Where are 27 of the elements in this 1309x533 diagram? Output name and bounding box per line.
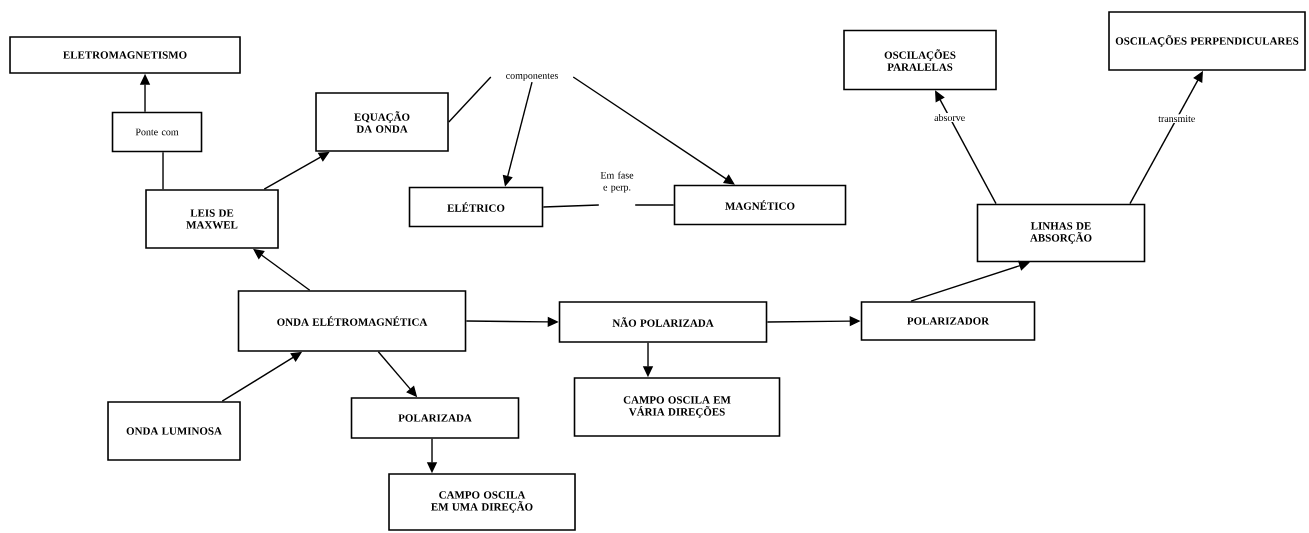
concept-box: NÃO POLARIZADA (558, 301, 768, 343)
concept-box: EQUAÇÃO DA ONDA (315, 92, 449, 152)
concept-box: CAMPO OSCILA EM VÁRIA DIREÇÕES (573, 377, 781, 437)
connector-line (542, 204, 600, 208)
arrow (263, 151, 330, 190)
connector-line (162, 151, 164, 190)
arrow (572, 76, 735, 185)
concept-box: POLARIZADA (350, 397, 520, 439)
concept-box: ONDA ELÉTROMAGNÉTICA (237, 290, 467, 352)
linking-phrase: componentes (506, 73, 558, 81)
connector-line (448, 76, 492, 123)
concept-box: ELÉTRICO (408, 186, 544, 228)
concept-box: POLARIZADOR (860, 301, 1036, 341)
arrow (910, 260, 1030, 302)
concept-box: MAGNÉTICO (673, 184, 847, 226)
concept-box: ONDA LUMINOSA (107, 401, 241, 461)
concept-box: LEIS DE MAXWEL (145, 189, 279, 249)
concept-box: LINHAS DE ABSORÇÃO (976, 203, 1146, 263)
concept-box: Ponte com (111, 111, 203, 153)
concept-box: OSCILAÇÕES PARALELAS (843, 29, 997, 91)
linking-phrase: Em fase e perp. (600, 171, 634, 193)
edge-label: transmite (1157, 114, 1197, 123)
concept-box: CAMPO OSCILA EM UMA DIREÇÃO (388, 473, 576, 531)
concept-box: OSCILAÇÕES PERPENDICULARES (1108, 11, 1306, 71)
connector-line (634, 204, 675, 206)
concept-box: ELETROMAGNETISMO (9, 36, 241, 74)
edge-label: absorve (933, 113, 967, 122)
